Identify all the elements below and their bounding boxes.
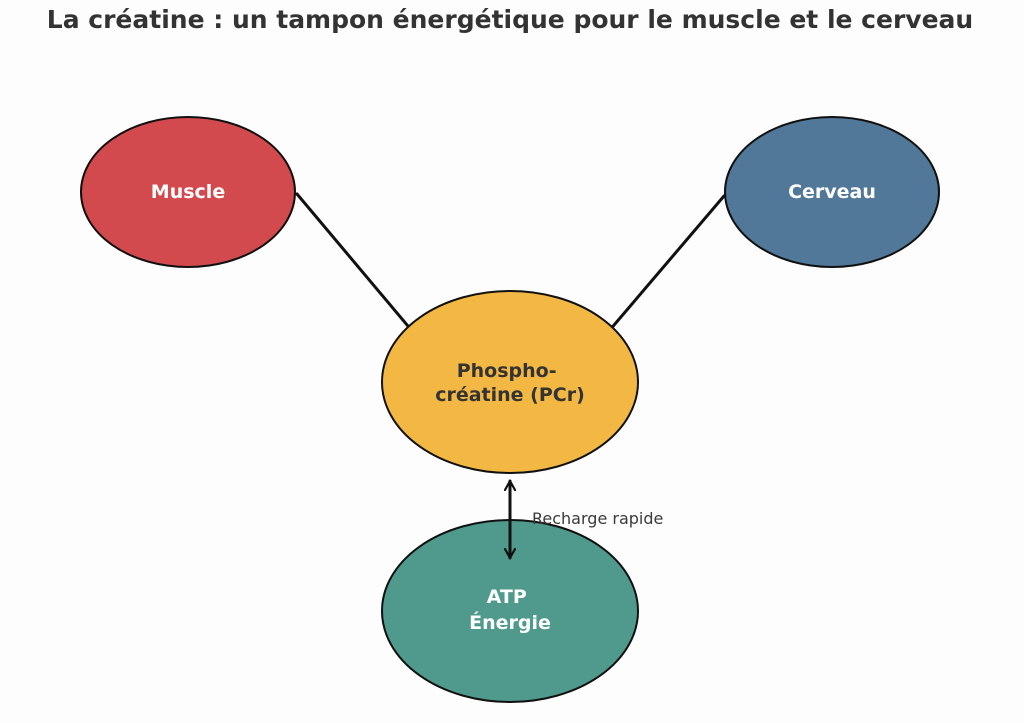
node-phosphocreatine-label-line-2: créatine (PCr) bbox=[435, 384, 585, 406]
node-muscle: Muscle bbox=[80, 116, 296, 268]
node-phosphocreatine: Phospho- créatine (PCr) bbox=[381, 290, 639, 474]
diagram-title: La créatine : un tampon énergétique pour… bbox=[47, 5, 973, 34]
node-muscle-shape bbox=[80, 116, 296, 268]
node-phosphocreatine-label: Phospho- créatine (PCr) bbox=[435, 360, 585, 406]
node-cerveau-label: Cerveau bbox=[788, 181, 876, 203]
node-atp-label-line-2: Énergie bbox=[469, 611, 551, 634]
node-cerveau: Cerveau bbox=[724, 116, 940, 268]
node-phosphocreatine-label-line-1: Phospho- bbox=[457, 360, 557, 382]
node-cerveau-shape bbox=[724, 116, 940, 268]
node-cerveau-label-line: Cerveau bbox=[788, 181, 876, 203]
node-atp-label: ATP Énergie bbox=[469, 586, 551, 634]
node-atp: ATP Énergie bbox=[381, 519, 639, 703]
edge-label-recharge-rapide: Recharge rapide bbox=[532, 509, 663, 528]
node-muscle-label: Muscle bbox=[151, 181, 225, 203]
arrow-muscle-to-pcr bbox=[295, 192, 420, 340]
node-phosphocreatine-shape bbox=[381, 290, 639, 474]
arrow-cerveau-to-pcr bbox=[601, 194, 726, 340]
node-muscle-label-line: Muscle bbox=[151, 181, 225, 203]
node-atp-label-line-1: ATP bbox=[487, 586, 527, 608]
